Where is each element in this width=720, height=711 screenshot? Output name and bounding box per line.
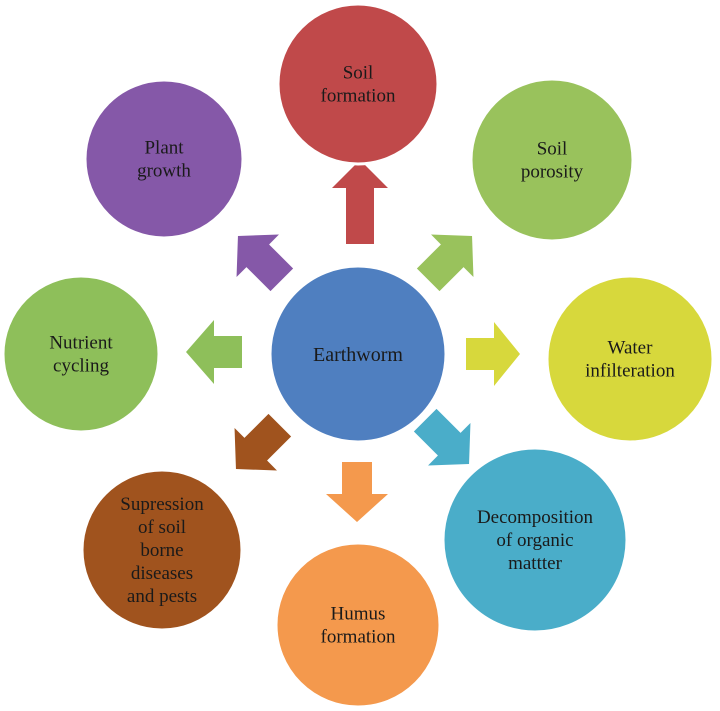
arrow-humus-formation [326, 462, 388, 522]
node-label-line: diseases [131, 563, 193, 584]
node-label-line: Supression [120, 494, 204, 515]
node-label-line: infilteration [585, 361, 675, 382]
node-label-line: Nutrient [49, 333, 113, 354]
node-circle [274, 541, 442, 709]
arrow-water-infilteration [466, 322, 520, 386]
arrow-plant-growth [236, 234, 294, 292]
node-label-line: porosity [521, 162, 584, 183]
node-label-line: and pests [127, 586, 197, 607]
node-circle [545, 274, 715, 444]
arrow-soil-formation [332, 160, 388, 244]
node-circle [441, 446, 629, 634]
center-node: Earthworm [268, 264, 448, 444]
node-label-line: formation [321, 86, 396, 107]
node-label-line: Plant [144, 138, 184, 159]
arrow-soil-porosity [416, 234, 474, 292]
arrow-decomposition [413, 408, 471, 466]
node-label-line: Soil [537, 139, 568, 160]
center-circle [268, 264, 448, 444]
arrows [186, 160, 520, 522]
node-circle [83, 78, 245, 240]
node-label-line: formation [321, 627, 396, 648]
arrow-nutrient-cycling [186, 320, 242, 384]
node-circle [80, 468, 244, 632]
node-circle [469, 77, 635, 243]
node-label-line: Water [608, 338, 654, 359]
node-label-line: Soil [343, 63, 374, 84]
node-label-line: of organic [496, 530, 573, 551]
node-label-line: cycling [53, 356, 109, 377]
node-label-line: Decomposition [477, 507, 594, 528]
node-circle [276, 2, 440, 166]
node-label-line: borne [140, 540, 183, 561]
center-label: Earthworm [313, 344, 403, 366]
arrow-supression [234, 413, 292, 471]
node-label-line: mattter [508, 553, 562, 574]
node-circle [1, 274, 161, 434]
node-label-line: Humus [331, 604, 386, 625]
node-label-line: of soil [138, 517, 186, 538]
node-label-line: growth [137, 161, 191, 182]
